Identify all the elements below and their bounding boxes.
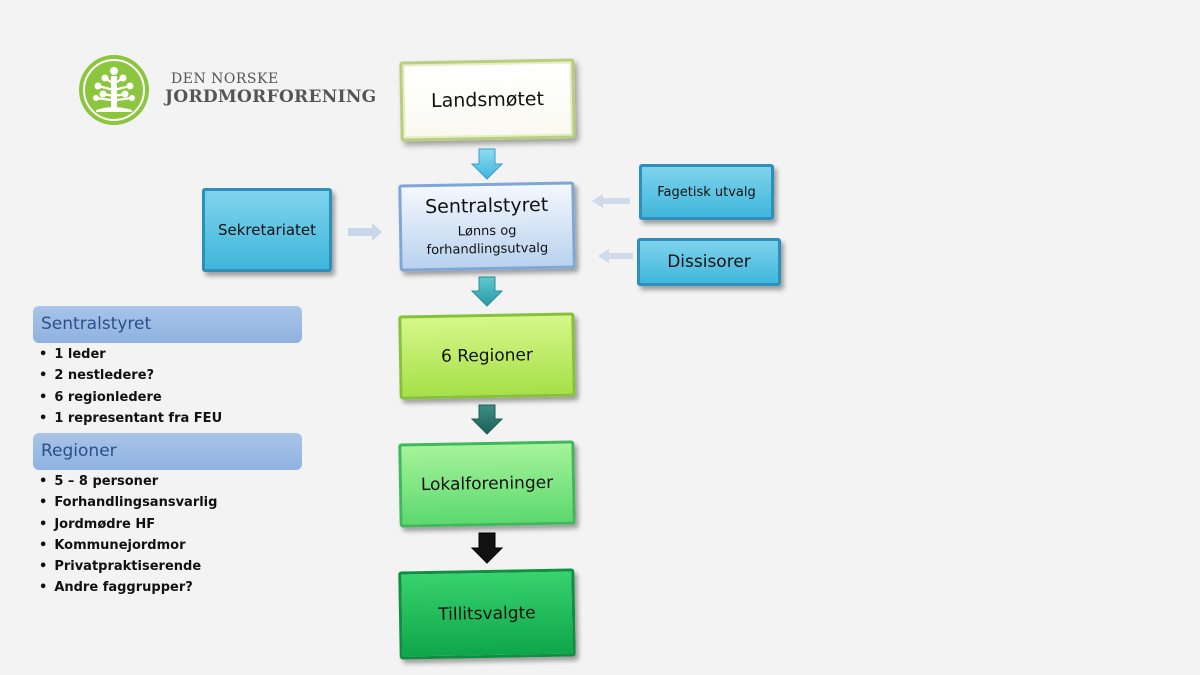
lokalforeninger-label: Lokalforeninger: [420, 472, 554, 496]
tillitsvalgte-box: Tillitsvalgte: [398, 568, 576, 660]
list-item: Kommunejordmor: [39, 535, 217, 556]
arrow-down-1: [470, 148, 504, 180]
regioner-list-header: Regioner: [33, 433, 302, 470]
tillitsvalgte-label: Tillitsvalgte: [438, 603, 536, 625]
list-item: 1 leder: [39, 344, 222, 365]
regioner-list: 5 – 8 personer Forhandlingsansvarlig Jor…: [39, 471, 217, 599]
list-item: 2 nestledere?: [39, 365, 222, 386]
sentralstyret-box: Sentralstyret Lønns og forhandlingsutval…: [398, 181, 576, 272]
sekretariatet-label: Sekretariatet: [217, 221, 317, 239]
lokalforeninger-box: Lokalforeninger: [398, 440, 576, 528]
sentralstyret-label: Sentralstyret: [424, 193, 549, 218]
regioner-label: 6 Regioner: [440, 345, 534, 367]
landsmotet-box: Landsmøtet: [399, 58, 576, 142]
list-item: Privatpraktiserende: [39, 556, 217, 577]
dissisorer-label: Dissisorer: [667, 252, 751, 272]
arrow-down-2: [470, 276, 504, 307]
list-item: Jordmødre HF: [39, 514, 217, 535]
sentralstyret-list: 1 leder 2 nestledere? 6 regionledere 1 r…: [39, 344, 222, 429]
arrow-left-fagetisk: [592, 194, 630, 208]
list-item: Andre faggrupper?: [39, 577, 217, 598]
arrow-down-4: [470, 532, 504, 564]
list-item: 6 regionledere: [39, 387, 222, 408]
list-item: Forhandlingsansvarlig: [39, 492, 217, 513]
list-item: 1 representant fra FEU: [39, 408, 222, 429]
sentralstyret-sublabel: Lønns og forhandlingsutvalg: [426, 222, 549, 258]
arrow-left-dissisorer: [598, 249, 633, 263]
regioner-box: 6 Regioner: [398, 312, 576, 400]
logo-text-line1: DEN NORSKE: [171, 71, 279, 87]
sekretariatet-box: Sekretariatet: [202, 188, 332, 272]
list-item: 5 – 8 personer: [39, 471, 217, 492]
logo-text-line2: JORDMORFORENING: [165, 87, 377, 107]
dissisorer-box: Dissisorer: [637, 238, 781, 286]
fagetisk-utvalg-box: Fagetisk utvalg: [639, 164, 774, 220]
tree-icon: [79, 55, 149, 125]
landsmotet-label: Landsmøtet: [430, 88, 545, 112]
arrow-down-3: [470, 404, 504, 435]
arrow-right-sekretariatet: [348, 223, 382, 241]
sentralstyret-list-header: Sentralstyret: [33, 306, 302, 343]
fagetisk-utvalg-label: Fagetisk utvalg: [657, 184, 756, 200]
